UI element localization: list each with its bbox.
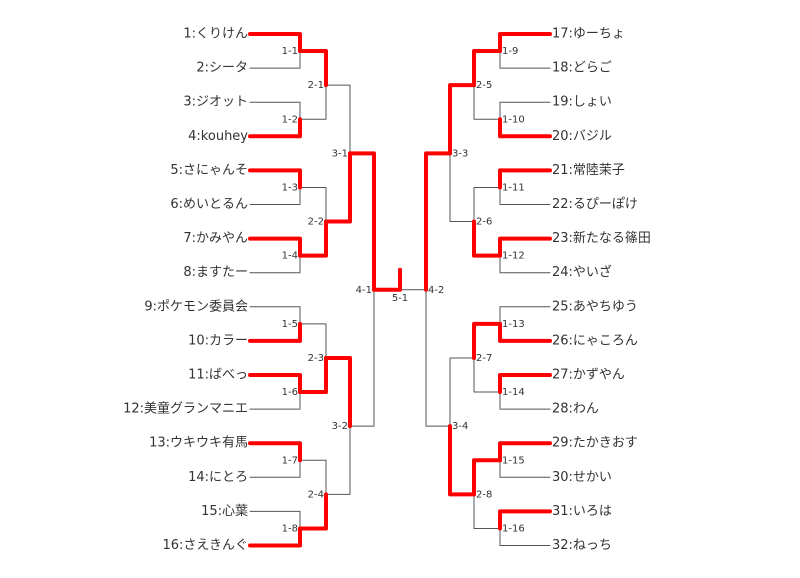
match-label: 4-2 [428,285,444,296]
winner-path [298,492,328,531]
winner-path [348,151,376,292]
match-label: 3-2 [332,421,348,432]
match-label: 1-16 [502,523,525,534]
winner-path [448,424,476,497]
final-match-label: 5-1 [392,293,408,304]
match-label: 4-1 [356,285,372,296]
winner-path [324,151,352,224]
match-label: 3-1 [332,148,348,159]
player-name: 21:常陸茉子 [552,162,625,178]
match-label: 1-15 [502,455,525,466]
winner-path [472,321,502,360]
player-name: 26:にゃころん [552,333,638,348]
player-name: 4:kouhey [188,129,248,144]
winner-path [498,236,552,258]
player-name: 27:かずやん [552,368,625,383]
player-name: 16:さえきんぐ [162,538,248,553]
match-label: 1-12 [502,251,525,262]
match-label: 1-1 [282,46,298,57]
winner-path [498,373,552,395]
player-name: 7:かみやん [183,231,248,246]
winner-path [448,83,476,156]
player-name: 3:ジオット [183,95,248,110]
match-label: 2-8 [476,489,492,500]
winner-path [248,168,302,190]
match-label: 1-2 [282,114,298,125]
winner-path [248,117,302,139]
winner-path [498,168,552,190]
winner-path [248,32,302,54]
winner-path [472,458,502,497]
match-label: 1-14 [502,387,525,398]
winner-path [298,355,328,395]
player-name: 2:シータ [196,61,248,76]
match-label: 2-7 [476,353,492,364]
match-label: 3-4 [452,421,468,432]
match-label: 1-8 [282,523,298,534]
match-label: 1-10 [502,114,525,125]
match-label: 2-4 [308,489,324,500]
winner-path [498,321,552,343]
player-name: 8:ますたー [183,265,248,280]
bracket-win-lines [248,32,552,548]
player-name: 31:いろは [552,504,612,519]
player-name: 25:あやちゆう [552,299,638,314]
player-name: 23:新たなる篠田 [552,230,651,246]
match-label: 1-3 [282,182,298,193]
match-label: 1-9 [502,46,518,57]
player-name: 30:せかい [552,470,612,485]
player-name: 22:るぴーぽけ [552,197,638,212]
player-name: 18:どらご [552,60,612,76]
player-name: 14:にとろ [188,470,248,485]
player-name: 10:カラー [188,333,248,348]
player-name: 5:さにゃんそ [170,163,248,178]
match-label: 3-3 [452,148,468,159]
bracket-labels: 1:くりけん 2:シータ 3:ジオット 4:kouhey 5:さにゃんそ 6:めいとるん 7… [123,27,651,554]
player-name: 20:バジル [552,129,612,144]
winner-path [298,49,328,88]
player-name: 29:たかきおす [552,436,638,451]
player-name: 28:わん [552,402,599,417]
winner-path [298,219,328,258]
winner-path [248,526,302,548]
match-label: 2-5 [476,80,492,91]
player-name: 11:ばべっ [188,368,248,383]
winner-path [324,355,352,429]
player-name: 6:めいとるん [170,197,248,212]
winner-path [248,321,302,343]
winner-path [472,49,502,88]
player-name: 17:ゆーちょ [552,27,625,42]
winner-path [248,441,302,463]
match-label: 1-4 [282,251,298,262]
winner-path [498,117,552,139]
player-name: 1:くりけん [183,27,248,42]
match-label: 2-3 [308,353,324,364]
match-label: 2-2 [308,217,324,228]
player-name: 13:ウキウキ有馬 [149,436,248,451]
match-label: 1-6 [282,387,298,398]
match-label: 1-13 [502,319,525,330]
match-label: 2-1 [308,80,324,91]
player-name: 12:美童グランマニエ [123,401,248,417]
player-name: 32:ねっち [552,538,612,553]
player-name: 15:心葉 [201,504,248,519]
player-name: 9:ポケモン委員会 [144,299,248,314]
champion-path [372,267,402,292]
match-label: 1-7 [282,455,298,466]
winner-path [498,509,552,531]
winner-path [424,151,452,292]
player-name: 19:しょい [552,95,612,110]
winner-path [248,236,302,258]
winner-path [248,373,302,395]
winner-path [472,219,502,258]
winner-path [498,32,552,54]
match-label: 2-6 [476,217,492,228]
match-label: 1-11 [502,182,525,193]
player-name: 24:やいざ [552,264,612,280]
winner-path [498,441,552,463]
match-label: 1-5 [282,319,298,330]
